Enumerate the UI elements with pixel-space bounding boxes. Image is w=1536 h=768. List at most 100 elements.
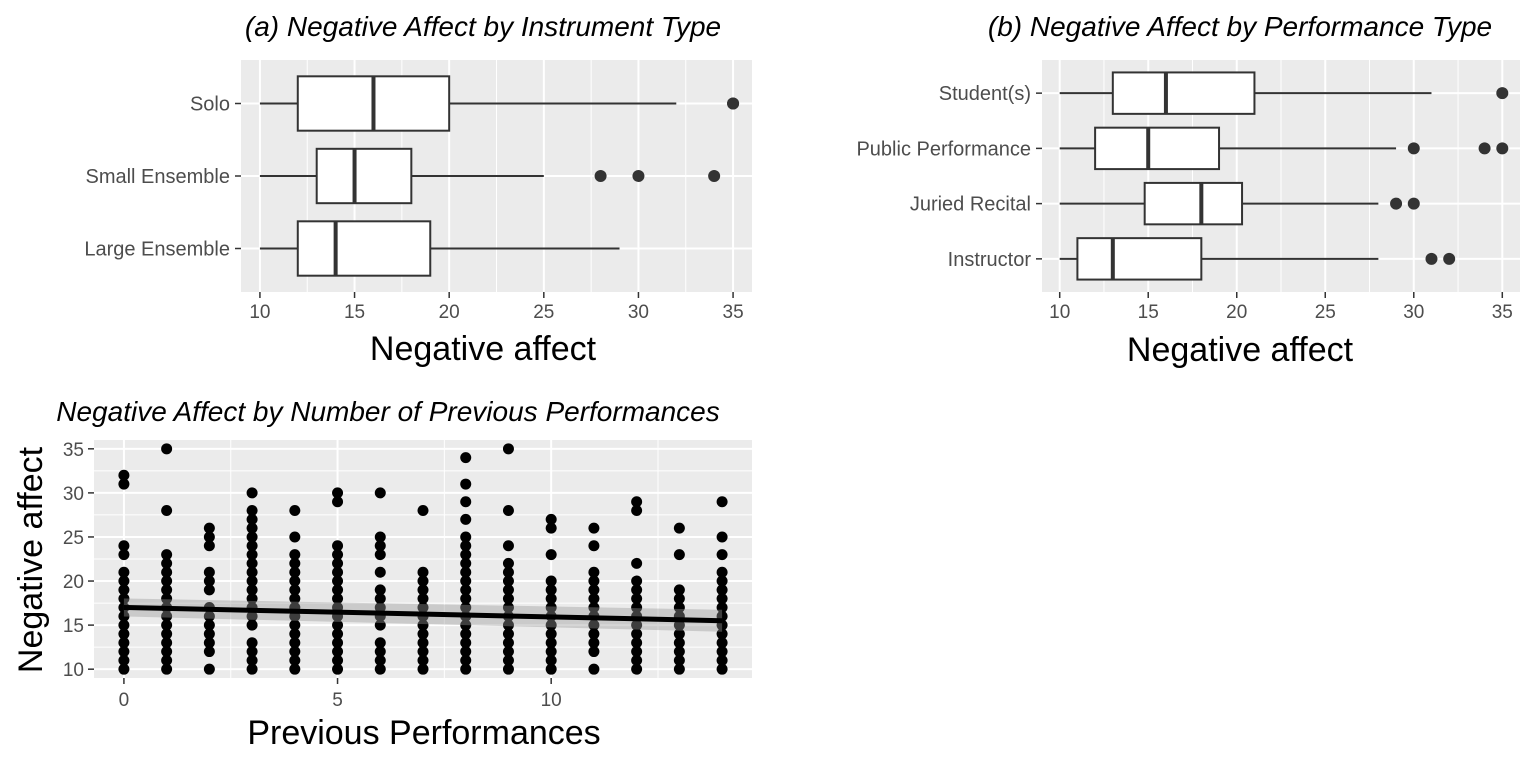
category-label: Small Ensemble [85, 166, 230, 188]
scatter-point [417, 601, 429, 613]
outlier-point [1407, 197, 1420, 210]
scatter-point [417, 505, 429, 517]
scatter-point [161, 443, 173, 455]
box [315, 147, 413, 205]
scatter-point [716, 628, 728, 640]
scatter-point [203, 619, 215, 631]
scatter-point [289, 619, 301, 631]
category-label: Student(s) [939, 83, 1031, 105]
scatter-point [716, 566, 728, 578]
scatter-point [716, 663, 728, 675]
scatter-point [246, 549, 258, 561]
scatter-point [118, 637, 130, 649]
x-axis-title: Negative affect [370, 330, 597, 368]
box [296, 220, 432, 277]
scatter-point [118, 593, 130, 605]
scatter-point [374, 531, 386, 543]
scatter-point [417, 637, 429, 649]
scatter-point [417, 584, 429, 596]
scatter-point [246, 619, 258, 631]
scatter-point [332, 628, 344, 640]
scatter-point [588, 566, 600, 578]
x-tick-label: 15 [1138, 302, 1159, 323]
scatter-point [374, 566, 386, 578]
scatter-point [246, 646, 258, 658]
scatter-point [289, 549, 301, 561]
category-label: Juried Recital [910, 194, 1031, 216]
scatter-point [374, 593, 386, 605]
scatter-point [631, 654, 643, 666]
scatter-point [460, 557, 472, 569]
scatter-point [289, 575, 301, 587]
scatter-point [460, 646, 472, 658]
scatter-point [118, 478, 130, 490]
scatter-point [203, 628, 215, 640]
scatter-point [460, 637, 472, 649]
scatter-point [118, 663, 130, 675]
scatter-point [203, 522, 215, 534]
scatter-point [161, 505, 173, 517]
scatter-point [332, 540, 344, 552]
x-tick-label: 20 [439, 302, 460, 323]
scatter-point [631, 593, 643, 605]
scatter-point [161, 663, 173, 675]
scatter-point [246, 637, 258, 649]
scatter-point [502, 443, 514, 455]
x-tick-label: 15 [344, 302, 365, 323]
scatter-point [332, 566, 344, 578]
scatter-point [460, 575, 472, 587]
scatter-point [545, 601, 557, 613]
scatter-point [374, 601, 386, 613]
scatter-point [203, 575, 215, 587]
scatter-point [203, 646, 215, 658]
scatter-point [545, 637, 557, 649]
outlier-point [1496, 87, 1509, 100]
x-tick-label: 25 [533, 302, 554, 323]
box [1143, 181, 1244, 226]
scatter-point [332, 575, 344, 587]
scatter-point [289, 557, 301, 569]
scatter-point [374, 549, 386, 561]
scatter-point [289, 593, 301, 605]
scatter-point [545, 575, 557, 587]
scatter-point [203, 540, 215, 552]
scatter-point [246, 663, 258, 675]
x-axis-title: Previous Performances [247, 714, 600, 752]
scatter-point [460, 478, 472, 490]
scatter-point [673, 628, 685, 640]
outlier-point [1407, 142, 1420, 155]
category-label: Solo [190, 94, 230, 116]
scatter-point [374, 663, 386, 675]
scatter-point [460, 619, 472, 631]
outlier-point [727, 97, 740, 110]
scatter-point [246, 593, 258, 605]
scatter-point [631, 619, 643, 631]
scatter-point [588, 522, 600, 534]
category-label: Public Performance [856, 138, 1031, 160]
scatter-point [545, 584, 557, 596]
scatter-point [673, 637, 685, 649]
scatter-point [673, 663, 685, 675]
scatter-point [545, 654, 557, 666]
category-label: Instructor [948, 249, 1032, 271]
scatter-point [502, 505, 514, 517]
scatter-point [716, 654, 728, 666]
scatter-point [460, 531, 472, 543]
scatter-point [246, 575, 258, 587]
panel-title: (b) Negative Affect by Performance Type [988, 11, 1492, 42]
scatter-point [631, 505, 643, 517]
scatter-point [588, 540, 600, 552]
scatter-point [716, 549, 728, 561]
scatter-point [161, 593, 173, 605]
scatter-point [118, 654, 130, 666]
scatter-point [161, 549, 173, 561]
y-tick-label: 25 [63, 528, 84, 549]
scatter-point [502, 593, 514, 605]
scatter-point [716, 637, 728, 649]
scatter-point [246, 540, 258, 552]
scatter-point [502, 540, 514, 552]
scatter-point [161, 619, 173, 631]
scatter-point [502, 557, 514, 569]
outlier-point [1390, 197, 1403, 210]
scatter-point [545, 628, 557, 640]
